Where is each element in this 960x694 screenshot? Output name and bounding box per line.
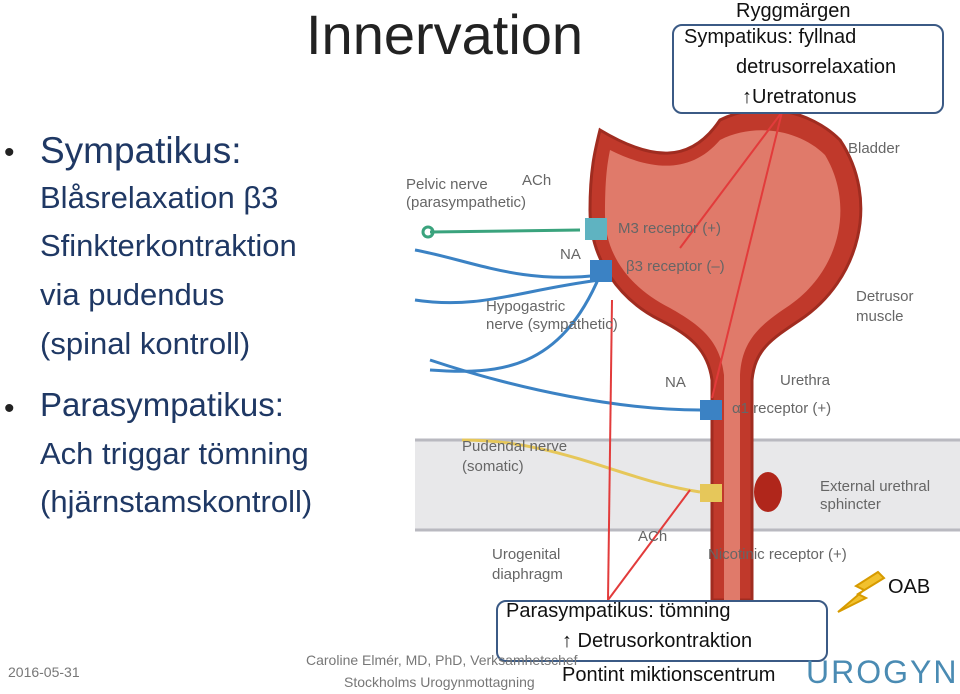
arrow-to-sphincter <box>607 489 691 601</box>
label-bladder: Bladder <box>848 140 900 157</box>
label-na-mid: NA <box>665 374 686 391</box>
callout-parasympatikus-tomning: Parasympatikus: tömning <box>506 600 731 622</box>
bullet-heading-sympatikus: Sympatikus: <box>40 130 242 171</box>
bullet-heading-parasympatikus: Parasympatikus: <box>40 386 284 423</box>
m3-receptor-icon <box>585 218 607 240</box>
urethra-nerve <box>429 358 701 412</box>
diagram-labels: Pelvic nerve (parasympathetic) ACh NA M3… <box>390 108 960 608</box>
bullet-dot: • <box>4 136 15 169</box>
label-parasympathetic: (parasympathetic) <box>406 194 527 211</box>
label-urogenital: Urogenital <box>492 546 561 563</box>
arrow-to-m3 <box>679 111 783 249</box>
callout-ryggmargen: Ryggmärgen <box>736 0 851 22</box>
a1-receptor-icon <box>700 400 722 420</box>
pelvic-nerve <box>429 228 581 234</box>
pudendal-nerve <box>461 438 701 494</box>
top-callout-box <box>672 24 944 114</box>
label-ach-bottom: ACh <box>638 528 668 545</box>
label-ach-top: ACh <box>522 172 552 189</box>
label-m3-receptor: M3 receptor (+) <box>618 220 721 237</box>
nicotinic-receptor-icon <box>700 484 722 502</box>
lightning-icon <box>837 570 886 613</box>
pelvic-floor-band <box>415 440 960 530</box>
label-hypogastric: Hypogastric <box>486 298 566 315</box>
bullet-line: Sfinkterkontraktion <box>40 228 297 263</box>
callout-uretratonus: ↑Uretratonus <box>742 86 857 108</box>
label-na-top: NA <box>560 246 581 263</box>
label-nerve-sympathetic: nerve (sympathetic) <box>486 316 618 333</box>
callout-sympatikus-fyllnad: Sympatikus: fyllnad <box>684 26 857 48</box>
arrow-to-bladder <box>607 299 613 601</box>
footer-date: 2016-05-31 <box>8 664 80 680</box>
label-ext-sphincter-1: External urethral <box>820 478 931 495</box>
bottom-callout-box <box>496 600 828 662</box>
label-a1-receptor: α1 receptor (+) <box>732 400 832 417</box>
label-diaphragm: diaphragm <box>492 566 563 583</box>
bullet-line: (hjärnstamskontroll) <box>40 484 313 519</box>
label-muscle: muscle <box>856 308 904 325</box>
label-detrusor: Detrusor <box>856 288 914 305</box>
hypogastric-nerve <box>414 248 602 373</box>
label-somatic: (somatic) <box>462 458 524 475</box>
bullet-line: Ach triggar tömning <box>40 436 309 471</box>
callout-pontint-miktionscentrum: Pontint miktionscentrum <box>562 664 776 686</box>
oab-label: OAB <box>888 576 931 598</box>
footer-clinic: Stockholms Urogynmottagning <box>344 674 535 690</box>
label-pelvic-nerve: Pelvic nerve <box>406 176 488 193</box>
arrow-to-urethra <box>711 111 783 399</box>
footer-author: Caroline Elmér, MD, PhD, Verksamhetschef <box>306 652 578 668</box>
bullet-line: Blåsrelaxation β3 <box>40 180 279 215</box>
bullet-line: (spinal kontroll) <box>40 326 251 361</box>
bullet-dot: • <box>4 392 15 425</box>
label-pudendal: Pudendal nerve <box>462 438 568 455</box>
callout-detrusorkontraktion: ↑ Detrusorkontraktion <box>562 630 753 652</box>
label-urethra: Urethra <box>780 372 831 389</box>
bullet-line: via pudendus <box>40 277 225 312</box>
label-b3-receptor: β3 receptor (–) <box>626 258 725 275</box>
page-title: Innervation <box>306 3 584 66</box>
b3-receptor-icon <box>590 260 612 282</box>
label-ext-sphincter-2: sphincter <box>820 496 881 513</box>
urogyn-logo: UROGYN <box>806 654 959 690</box>
label-nicotinic: Nicotinic receptor (+) <box>708 546 847 563</box>
bladder-inner <box>605 130 841 601</box>
callout-detrusorrelaxation: detrusorrelaxation <box>736 56 897 78</box>
